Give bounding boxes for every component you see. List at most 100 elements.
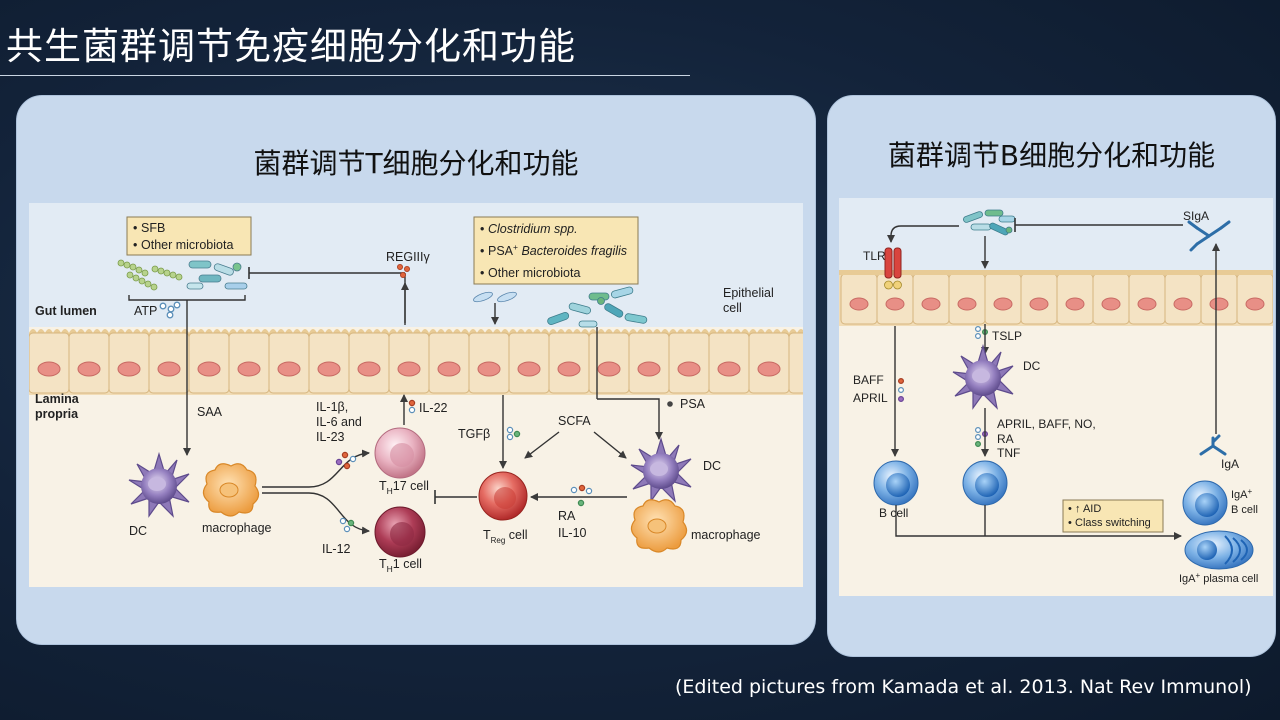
th1-prefix: T [379,557,387,571]
iga-antibody-icon [1199,434,1227,456]
epithelial-cell-label-line2: cell [723,301,742,315]
dc-left-label: DC [129,524,147,538]
ra-il10-molecules-icon [570,484,593,507]
lamina-label-line2: propria [35,407,79,421]
th17-suffix: 17 cell [393,479,429,493]
treg-prefix: T [483,528,491,542]
il22-label: IL-22 [419,401,448,415]
psa-bf-species: Bacteroides fragilis [518,244,627,258]
aid-label: ↑ AID [1075,503,1101,515]
b-cell-icon [873,460,919,506]
regiii-molecule-icon [396,264,410,279]
clostridium-cluster-icon [547,286,648,328]
psa-bf-sup: + [513,242,518,252]
treg-sub: Reg [491,536,506,545]
svg-text:IgA+ plasma cell: IgA+ plasma cell [1179,571,1258,585]
b-epithelium-layer [839,270,1273,326]
epithelium-layer [29,329,803,395]
th17-prefix: T [379,479,387,493]
sfb-legend-box: • SFB • Other microbiota [126,216,252,256]
lamina-label-line1: Lamina [35,392,80,406]
tslp-label: TSLP [992,329,1022,343]
psa-bf-prefix: PSA [488,244,514,258]
b-cell-middle-icon [962,460,1008,506]
siga-label: SIgA [1183,209,1209,223]
iga-b-cell-icon [1182,480,1228,526]
sfb-label: SFB [141,221,165,235]
tslp-molecule-icon [975,326,989,340]
atp-label: ATP [134,304,157,318]
t-cell-panel-heading: 菌群调节T细胞分化和功能 [253,147,579,180]
svg-text:TH17 cell: TH17 cell [379,479,429,496]
dc-left-icon [128,451,190,518]
svg-text:IgA+: IgA+ [1231,487,1253,501]
slide-title: 共生菌群调节免疫细胞分化和功能 [6,25,576,68]
dc-right-icon [630,436,692,503]
tgfb-molecule-icon [506,426,521,441]
ra-label: RA [558,509,576,523]
th17-sub: H [387,486,393,496]
scfa-label: SCFA [558,414,591,428]
macrophage-left-label: macrophage [202,521,272,535]
th17-cell-icon [374,427,426,479]
svg-text:•: • [133,221,137,235]
sfb-bacteria-icon [117,259,183,291]
iga-plasma-1: IgA [1179,573,1196,585]
siga-antibody-icon [1187,220,1231,252]
clostridium-legend-box: • Clostridium spp. • PSA+ Bacteroides fr… [473,216,639,285]
b-microbiota-cluster-icon [963,209,1016,236]
macrophage-left-icon [202,463,260,517]
il23-label: IL-23 [316,430,345,444]
baff-april-molecules-icon [897,378,904,403]
iga-plasma-2: plasma cell [1200,573,1258,585]
iga-plasma-cell-icon [1184,530,1254,570]
il22-molecule-icon [408,399,416,414]
psa-label: PSA [680,397,706,411]
macrophage-right-icon [630,499,688,553]
aid-class-switching-box: • ↑ AID • Class switching [1062,499,1164,533]
b-dc-label: DC [1023,359,1041,373]
atp-molecule-icon [159,301,181,319]
gut-lumen-label: Gut lumen [35,304,97,318]
saa-label: SAA [197,405,223,419]
iga-bcell-2: B cell [1231,504,1258,516]
b-tnf-label: TNF [997,446,1020,460]
psa-bacteria-icon [473,291,517,303]
b-cell-panel-heading: 菌群调节B细胞分化和功能 [887,139,1216,172]
il10-label: IL-10 [558,526,587,540]
april-label: APRIL [853,391,888,405]
macrophage-right-label: macrophage [691,528,761,542]
svg-text:•: • [480,266,484,280]
svg-text:TH1 cell: TH1 cell [379,557,422,574]
t-cell-diagram: Gut lumen Lamina propria Epithelial cell… [29,203,803,587]
b-cell-label: B cell [879,506,908,520]
b-ra-label: RA [997,432,1014,446]
class-switching-label: Class switching [1075,517,1151,529]
dc-right-label: DC [703,459,721,473]
il1b-label: IL-1β, [316,400,348,414]
th1-cell-icon [374,506,426,558]
iga-label: IgA [1221,457,1239,471]
il6-label: IL-6 and [316,415,362,429]
svg-text:•: • [480,244,484,258]
iga-bcell-sup: + [1248,487,1253,496]
iga-bcell-1: IgA [1231,489,1248,501]
svg-text:TReg cell: TReg cell [483,528,528,545]
iga-plasma-sup: + [1196,571,1201,580]
clostridium-label: Clostridium spp. [488,222,578,236]
svg-text:•: • [480,222,484,236]
b-cell-diagram: SIgA TLR TSLP DC BAFF APRIL APR [839,198,1273,596]
title-divider [0,75,690,76]
other-microbiota-label-1: Other microbiota [141,238,233,252]
treg-cell-icon [478,471,528,521]
il12-label: IL-12 [322,542,351,556]
april-baff-no-label: APRIL, BAFF, NO, [997,417,1096,431]
tlr-label: TLR [863,249,886,263]
svg-text:•: • [133,238,137,252]
th1-suffix: 1 cell [393,557,422,571]
baff-label: BAFF [853,373,884,387]
tgfb-label: TGFβ [458,427,490,441]
microbiota-cluster-icon [186,260,248,290]
treg-suffix: cell [505,528,527,542]
il1b-il6-il23-molecules-icon [335,451,357,470]
